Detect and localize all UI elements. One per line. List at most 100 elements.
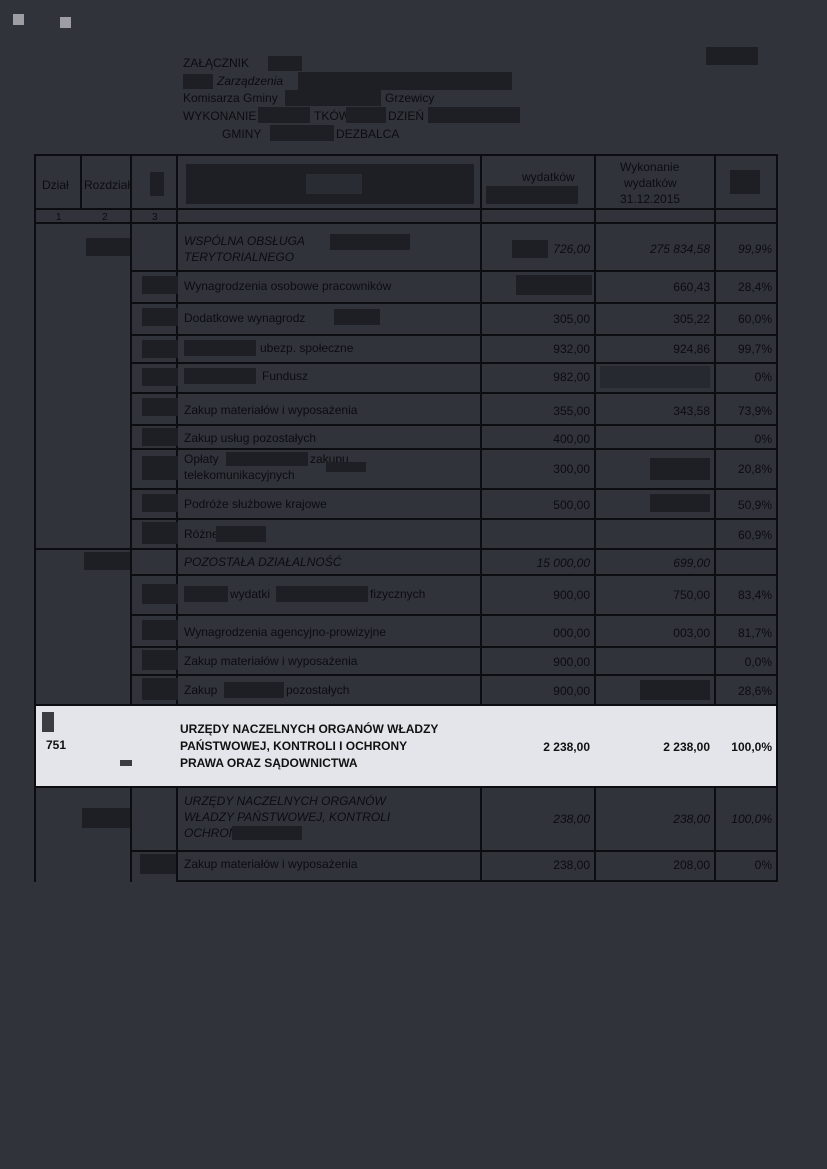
redaction-block — [142, 650, 178, 670]
row-line — [130, 270, 778, 272]
redaction-block — [183, 74, 213, 89]
header-line-1: ZAŁĄCZNIK — [183, 56, 250, 70]
row-pct: 83,4% — [737, 588, 772, 602]
col-header-wydatkow: wydatków — [522, 170, 575, 184]
row-name: Podróże służbowe krajowe — [184, 497, 327, 511]
redaction-block — [512, 240, 548, 258]
header-line-4c: DZIEŃ — [388, 109, 424, 123]
redaction-block — [270, 125, 334, 141]
row-pct: 100,0% — [731, 812, 772, 826]
row-name: URZĘDY NACZELNYCH ORGANÓW — [184, 794, 386, 808]
redaction-block — [142, 522, 178, 544]
row-plan: 500,00 — [553, 498, 590, 512]
col-header-rozdzial: Rozdział — [84, 178, 131, 192]
row-wyk: 275 834,58 — [649, 242, 710, 256]
row-wyk: 238,00 — [673, 812, 710, 826]
row-line — [130, 614, 778, 616]
highlighted-section-row: 751 URZĘDY NACZELNYCH ORGANÓW WŁADZY PAŃ… — [36, 706, 776, 786]
row-name: fizycznych — [370, 587, 426, 601]
redaction-block — [428, 107, 520, 123]
row-name: WŁADZY PAŃSTWOWEJ, KONTROLI — [184, 810, 391, 824]
row-name: Fundusz — [262, 369, 309, 383]
col-header-wykonanie-2: wydatków — [624, 176, 677, 190]
row-pct: 0,0% — [744, 655, 772, 669]
row-wyk: 699,00 — [673, 556, 710, 570]
redaction-block — [142, 584, 178, 604]
row-name: WSPÓLNA OBSŁUGA — [184, 234, 305, 248]
row-plan: 2 238,00 — [543, 740, 590, 754]
row-plan: 300,00 — [553, 462, 590, 476]
redaction-block — [84, 552, 130, 570]
row-pct: 60,9% — [737, 528, 772, 542]
row-wyk: 208,00 — [673, 858, 710, 872]
row-plan: 982,00 — [553, 370, 590, 384]
redaction-block — [142, 456, 178, 480]
row-line — [130, 334, 778, 336]
table-border — [34, 154, 778, 156]
row-line — [130, 574, 778, 576]
redaction-block — [226, 452, 308, 466]
row-line — [130, 646, 778, 648]
row-name: OCHRONY — [184, 826, 246, 840]
row-line — [176, 880, 778, 882]
redaction-block — [650, 494, 710, 512]
row-line — [34, 786, 778, 788]
row-pct: 99,9% — [737, 242, 772, 256]
row-wyk: 003,00 — [673, 626, 710, 640]
row-name: POZOSTAŁA DZIAŁALNOŚĆ — [184, 555, 342, 569]
row-name: Opłaty — [184, 452, 219, 466]
redaction-block — [142, 398, 178, 416]
corner-mark — [60, 17, 71, 28]
header-line-3a: Komisarza Gminy — [183, 91, 278, 105]
row-name: Zakup materiałów i wyposażenia — [184, 857, 358, 871]
redaction-block — [42, 712, 54, 732]
redaction-block — [120, 760, 132, 766]
row-pct: 28,4% — [737, 280, 772, 294]
redaction-block — [142, 620, 178, 640]
row-line — [130, 302, 778, 304]
row-name: Zakup materiałów i wyposażenia — [184, 654, 358, 668]
redaction-block — [640, 680, 710, 700]
col-number: 1 — [56, 212, 62, 223]
row-pct: 100,0% — [731, 740, 772, 754]
row-pct: 99,7% — [737, 342, 772, 356]
header-line-2: Zarządzenia — [217, 74, 284, 88]
row-line — [130, 850, 778, 852]
redaction-block — [142, 428, 178, 446]
row-pct: 28,6% — [737, 684, 772, 698]
redaction-block — [650, 458, 710, 480]
row-plan: 238,00 — [553, 858, 590, 872]
row-wyk: 924,86 — [673, 342, 710, 356]
row-line — [130, 424, 778, 426]
row-plan: 932,00 — [553, 342, 590, 356]
row-line — [130, 488, 778, 490]
redaction-block — [142, 308, 178, 326]
column-divider — [80, 154, 82, 208]
col-header-wykonanie: Wykonanie — [620, 160, 680, 174]
row-name: PRAWA ORAZ SĄDOWNICTWA — [180, 756, 358, 770]
redaction-block — [334, 309, 380, 325]
redaction-block — [142, 678, 178, 700]
row-plan: 900,00 — [553, 655, 590, 669]
row-pct: 0% — [754, 858, 772, 872]
corner-mark — [13, 14, 24, 25]
row-pct: 20,8% — [737, 462, 772, 476]
header-line-4b: TKÓW — [314, 109, 350, 123]
row-plan: 726,00 — [553, 242, 590, 256]
row-name: Różne — [184, 527, 219, 541]
row-dzial: 751 — [46, 738, 67, 752]
row-line — [130, 362, 778, 364]
row-plan: 000,00 — [553, 626, 590, 640]
row-name: ubezp. społeczne — [260, 341, 354, 355]
redaction-block — [142, 494, 178, 512]
row-pct: 60,0% — [737, 312, 772, 326]
redaction-block — [142, 276, 178, 294]
row-name: pozostałych — [286, 683, 350, 697]
row-line — [34, 704, 778, 706]
row-wyk: 660,43 — [673, 280, 710, 294]
row-wyk: 343,58 — [673, 404, 710, 418]
redaction-block — [330, 234, 410, 250]
header-line-3b: Grzewicy — [385, 91, 435, 105]
row-name: TERYTORIALNEGO — [184, 250, 295, 264]
row-plan: 900,00 — [553, 588, 590, 602]
